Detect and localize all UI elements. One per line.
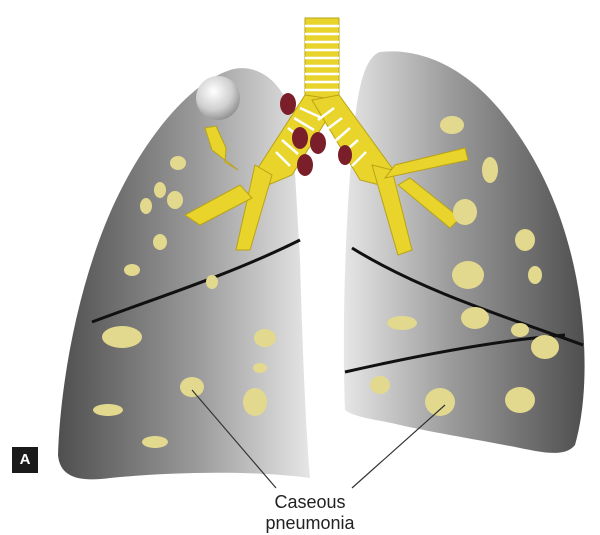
- label-line-1: Caseous: [255, 492, 365, 513]
- calcified-nodule: [196, 76, 240, 120]
- left-lung: [58, 68, 310, 479]
- label-line-2: pneumonia: [255, 513, 365, 534]
- panel-label: A: [12, 447, 38, 473]
- caseous-pneumonia-label: Caseous pneumonia: [255, 492, 365, 534]
